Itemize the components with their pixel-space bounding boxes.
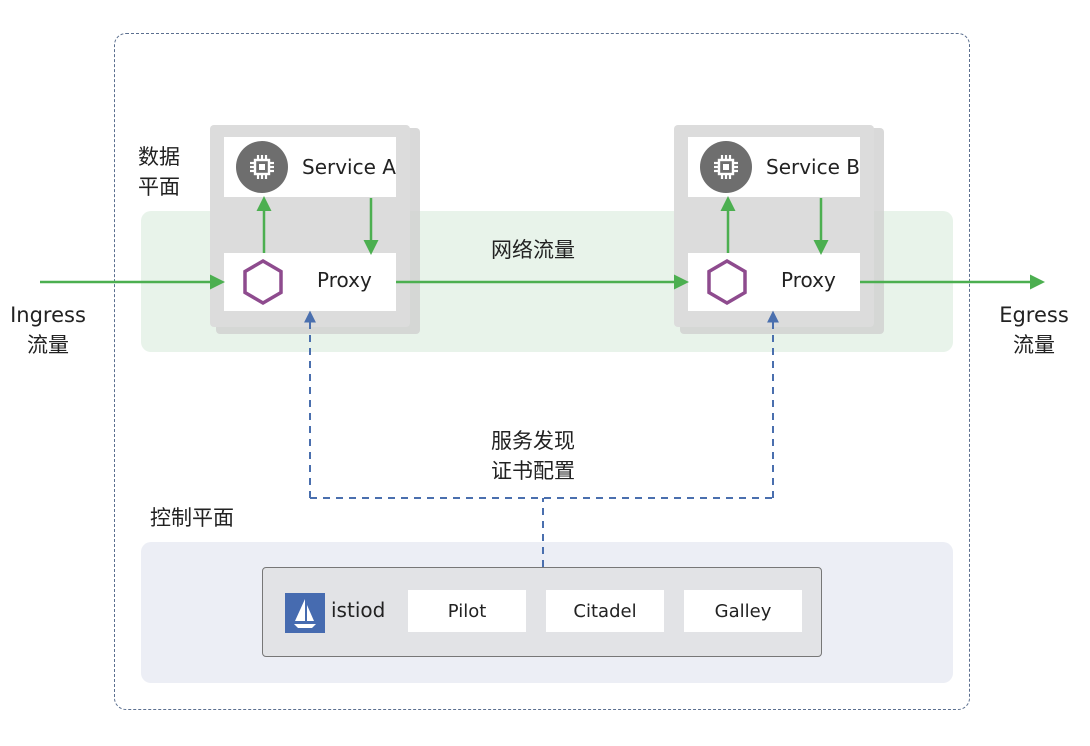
service-b-box[interactable]: Service B xyxy=(688,137,860,197)
outer-dashed-frame xyxy=(114,33,970,710)
egress-label: Egress 流量 xyxy=(999,303,1069,357)
data-plane-label: 数据 平面 xyxy=(138,145,180,199)
hexagon-icon xyxy=(707,258,747,306)
istiod-box[interactable]: istiod Pilot Citadel Galley xyxy=(262,567,822,657)
service-a-label: Service A xyxy=(302,155,396,179)
control-dashed-connector xyxy=(310,497,773,567)
hexagon-icon xyxy=(243,258,283,306)
proxy-b-label: Proxy xyxy=(781,268,836,292)
service-b-label: Service B xyxy=(766,155,860,179)
cpu-chip-icon xyxy=(236,141,288,193)
control-plane-label: 控制平面 xyxy=(150,506,234,530)
ingress-label: Ingress 流量 xyxy=(10,303,86,357)
discovery-label: 服务发现 证书配置 xyxy=(491,429,575,483)
citadel-box[interactable]: Citadel xyxy=(546,590,664,632)
istiod-label: istiod xyxy=(331,598,386,622)
network-traffic-label: 网络流量 xyxy=(491,238,575,262)
proxy-a-label: Proxy xyxy=(317,268,372,292)
cpu-chip-icon xyxy=(700,141,752,193)
galley-box[interactable]: Galley xyxy=(684,590,802,632)
proxy-b-box[interactable]: Proxy xyxy=(688,253,860,311)
pilot-box[interactable]: Pilot xyxy=(408,590,526,632)
istio-sail-icon xyxy=(285,593,325,633)
proxy-a-box[interactable]: Proxy xyxy=(224,253,396,311)
service-a-box[interactable]: Service A xyxy=(224,137,396,197)
